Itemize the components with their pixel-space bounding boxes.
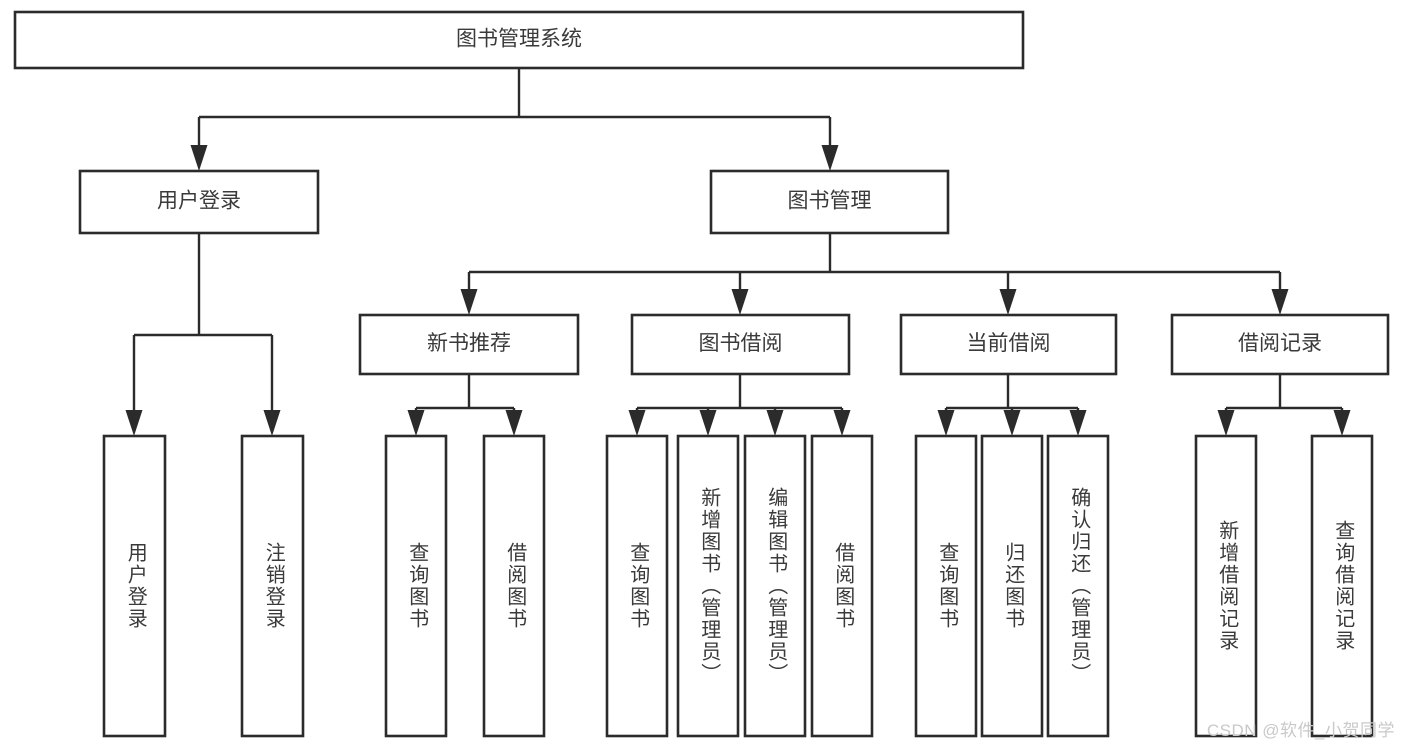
node-new-book-recommend[interactable]: 新书推荐 <box>358 313 580 376</box>
node-borrow-record[interactable]: 借阅记录 <box>1170 313 1390 376</box>
node-leaf-borrow-book-1[interactable]: 借阅图书 <box>482 434 546 738</box>
node-leaf-query-borrow-record[interactable]: 查询借阅记录 <box>1310 434 1374 738</box>
node-leaf-return-book[interactable]: 归还图书 <box>980 434 1044 738</box>
node-layer: 图书管理系统用户登录图书管理新书推荐图书借阅当前借阅借阅记录用户登录注销登录查询… <box>13 10 1390 738</box>
node-label-leaf-borrow-book-1: 借阅图书 <box>504 542 527 630</box>
node-label-borrow-record: 借阅记录 <box>1238 332 1322 355</box>
node-label-leaf-add-borrow-record: 新增借阅记录 <box>1216 520 1239 652</box>
node-root[interactable]: 图书管理系统 <box>13 10 1025 70</box>
connector-borrow-record <box>1217 374 1351 436</box>
node-current-borrow[interactable]: 当前借阅 <box>899 313 1118 376</box>
node-leaf-confirm-return[interactable]: 确认归还（管理员） <box>1046 434 1110 738</box>
node-label-new-book-recommend: 新书推荐 <box>427 332 511 355</box>
node-label-leaf-logout: 注销登录 <box>262 542 285 630</box>
node-label-leaf-query-book-3: 查询图书 <box>936 542 959 630</box>
node-leaf-edit-book[interactable]: 编辑图书（管理员） <box>743 434 807 738</box>
node-label-root: 图书管理系统 <box>456 28 582 51</box>
node-label-leaf-return-book: 归还图书 <box>1002 542 1025 630</box>
connector-layer <box>125 68 1351 436</box>
node-label-leaf-borrow-book-2: 借阅图书 <box>832 542 855 630</box>
node-label-leaf-query-book-2: 查询图书 <box>627 542 650 630</box>
node-leaf-query-book-1[interactable]: 查询图书 <box>384 434 448 738</box>
node-leaf-add-book[interactable]: 新增图书（管理员） <box>676 434 740 738</box>
node-label-leaf-user-login: 用户登录 <box>124 542 147 630</box>
node-leaf-query-book-2[interactable]: 查询图书 <box>605 434 669 738</box>
node-leaf-logout[interactable]: 注销登录 <box>240 434 305 738</box>
connector-user-login <box>125 233 281 436</box>
node-leaf-borrow-book-2[interactable]: 借阅图书 <box>810 434 874 738</box>
node-label-book-management: 图书管理 <box>788 190 872 213</box>
node-label-leaf-edit-book: 编辑图书（管理员） <box>765 487 788 685</box>
node-leaf-user-login[interactable]: 用户登录 <box>102 434 167 738</box>
node-label-user-login: 用户登录 <box>157 190 241 213</box>
node-label-leaf-confirm-return: 确认归还（管理员） <box>1068 487 1091 685</box>
connector-root <box>190 68 839 171</box>
connector-current-borrow <box>937 374 1087 436</box>
node-book-management[interactable]: 图书管理 <box>709 169 950 235</box>
node-label-book-borrow: 图书借阅 <box>699 332 783 355</box>
connector-new-book-recommend <box>407 374 523 436</box>
node-book-borrow[interactable]: 图书借阅 <box>630 313 851 376</box>
node-label-leaf-query-borrow-record: 查询借阅记录 <box>1332 520 1355 652</box>
node-leaf-add-borrow-record[interactable]: 新增借阅记录 <box>1194 434 1258 738</box>
csdn-watermark: CSDN @软件_小贺同学 <box>1206 721 1395 740</box>
node-label-current-borrow: 当前借阅 <box>967 332 1051 355</box>
connector-book-management <box>460 233 1289 315</box>
node-leaf-query-book-3[interactable]: 查询图书 <box>914 434 978 738</box>
connector-book-borrow <box>628 374 851 436</box>
node-label-leaf-add-book: 新增图书（管理员） <box>698 487 721 685</box>
node-user-login[interactable]: 用户登录 <box>78 169 320 235</box>
node-label-leaf-query-book-1: 查询图书 <box>406 542 429 630</box>
